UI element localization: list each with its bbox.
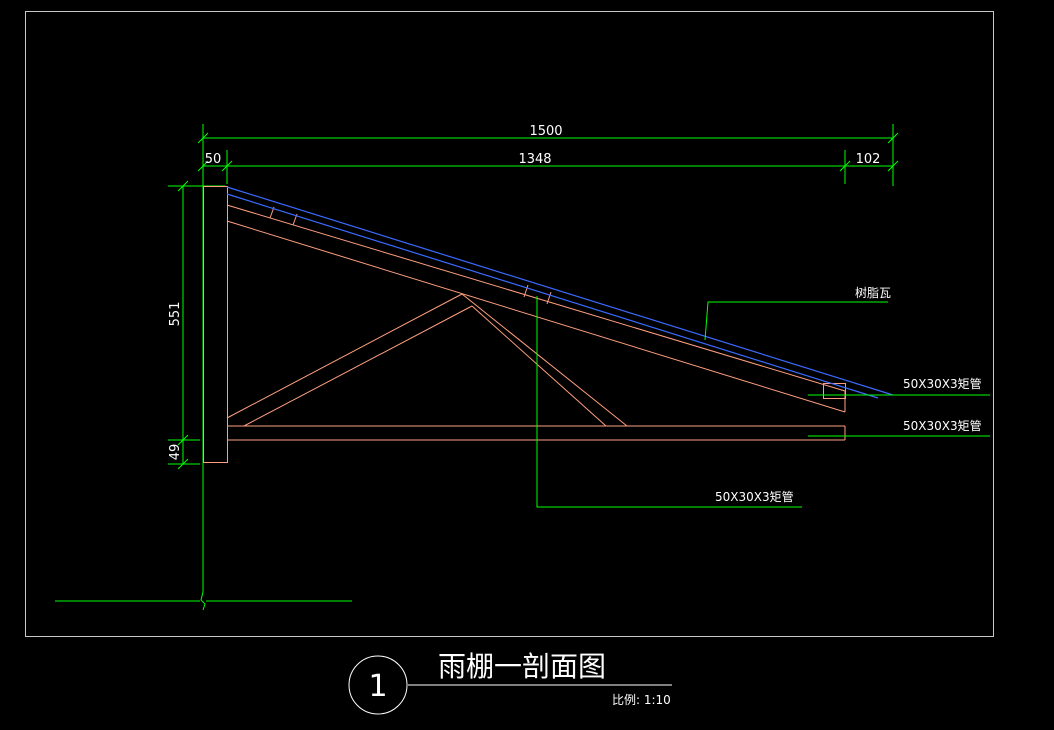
drawing-title: 雨棚一剖面图 <box>438 650 606 683</box>
dim-middle-segment: 1348 <box>518 152 551 167</box>
label-roof-material: 树脂瓦 <box>855 285 891 300</box>
roof-sheet <box>226 186 894 399</box>
drawing-scale: 比例: 1:10 <box>612 693 671 707</box>
label-inner-tube: 50X30X3矩管 <box>715 489 794 504</box>
dim-height: 551 <box>168 302 183 327</box>
label-top-tube: 50X30X3矩管 <box>903 376 982 391</box>
leader-lines <box>536 296 990 508</box>
section-number-circle <box>348 655 408 715</box>
title-block: 1 雨棚一剖面图 比例: 1:10 <box>348 650 672 715</box>
section-number: 1 <box>368 669 387 704</box>
drawing-frame <box>25 11 994 637</box>
label-bottom-tube: 50X30X3矩管 <box>903 418 982 433</box>
dimension-lines <box>55 124 899 611</box>
truss-structure <box>203 186 846 463</box>
dim-left-segment: 50 <box>205 152 222 167</box>
dim-overall-width: 1500 <box>529 124 562 139</box>
dim-base-height: 49 <box>168 444 183 461</box>
dim-right-segment: 102 <box>856 152 881 167</box>
